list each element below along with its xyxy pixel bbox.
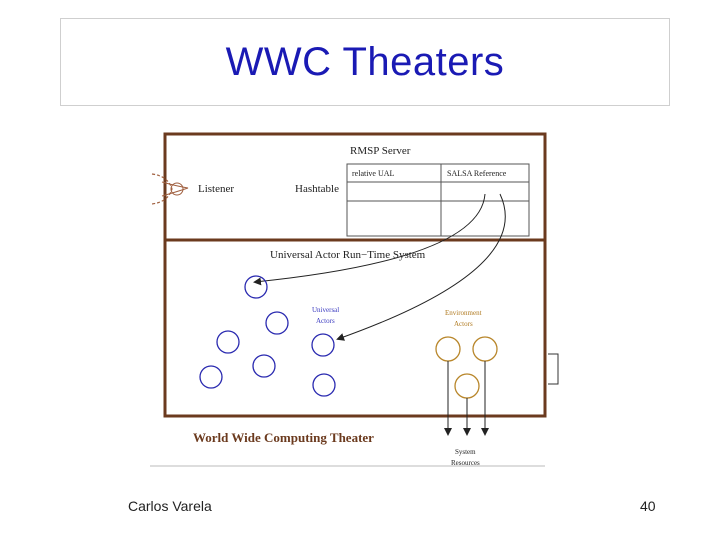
universal-actor-node — [199, 365, 223, 389]
universal-actor-node — [244, 275, 268, 299]
footer-author: Carlos Varela — [128, 498, 212, 514]
universal-actors-label-line1: Universal — [312, 306, 339, 314]
resource-arrows — [444, 361, 489, 436]
footer-page-number: 40 — [640, 498, 656, 514]
environment-actor-node — [472, 336, 498, 362]
hashtable-grid — [346, 163, 530, 237]
universal-actor-node — [311, 333, 335, 357]
environment-actor-node — [435, 336, 461, 362]
universal-actor-node — [312, 373, 336, 397]
theater-diagram: RMSP Server Listener Hashtable relative … — [150, 132, 559, 467]
reference-arrow-1 — [253, 193, 486, 286]
reference-arrow-2 — [336, 193, 506, 341]
universal-actor-node — [252, 354, 276, 378]
universal-actors-label-line2: Actors — [316, 317, 335, 325]
server-label: RMSP Server — [350, 145, 411, 157]
title-box: WWC Theaters — [60, 18, 670, 106]
environment-actors — [435, 336, 498, 399]
table-col2-header: SALSA Reference — [447, 169, 507, 178]
theater-figure: RMSP Server Listener Hashtable relative … — [140, 124, 570, 474]
hashtable-label: Hashtable — [295, 183, 339, 195]
bracket-mark — [548, 353, 559, 385]
slide-title: WWC Theaters — [225, 39, 505, 84]
table-col1-header: relative UAL — [352, 169, 395, 178]
environment-actors-label-line1: Environment — [445, 309, 482, 317]
environment-actors-label-line2: Actors — [454, 320, 473, 328]
listener-label: Listener — [198, 183, 234, 195]
universal-actors — [199, 275, 336, 397]
listener-icon — [151, 173, 189, 205]
environment-actor-node — [454, 373, 480, 399]
system-resources-label-line1: System — [455, 448, 476, 456]
theater-label: World Wide Computing Theater — [193, 430, 374, 445]
system-resources-label-line2: Resources — [451, 459, 480, 467]
universal-actor-node — [265, 311, 289, 335]
universal-actor-node — [216, 330, 240, 354]
theater-frame — [163, 132, 547, 418]
runtime-label: Universal Actor Run−Time System — [270, 249, 426, 261]
